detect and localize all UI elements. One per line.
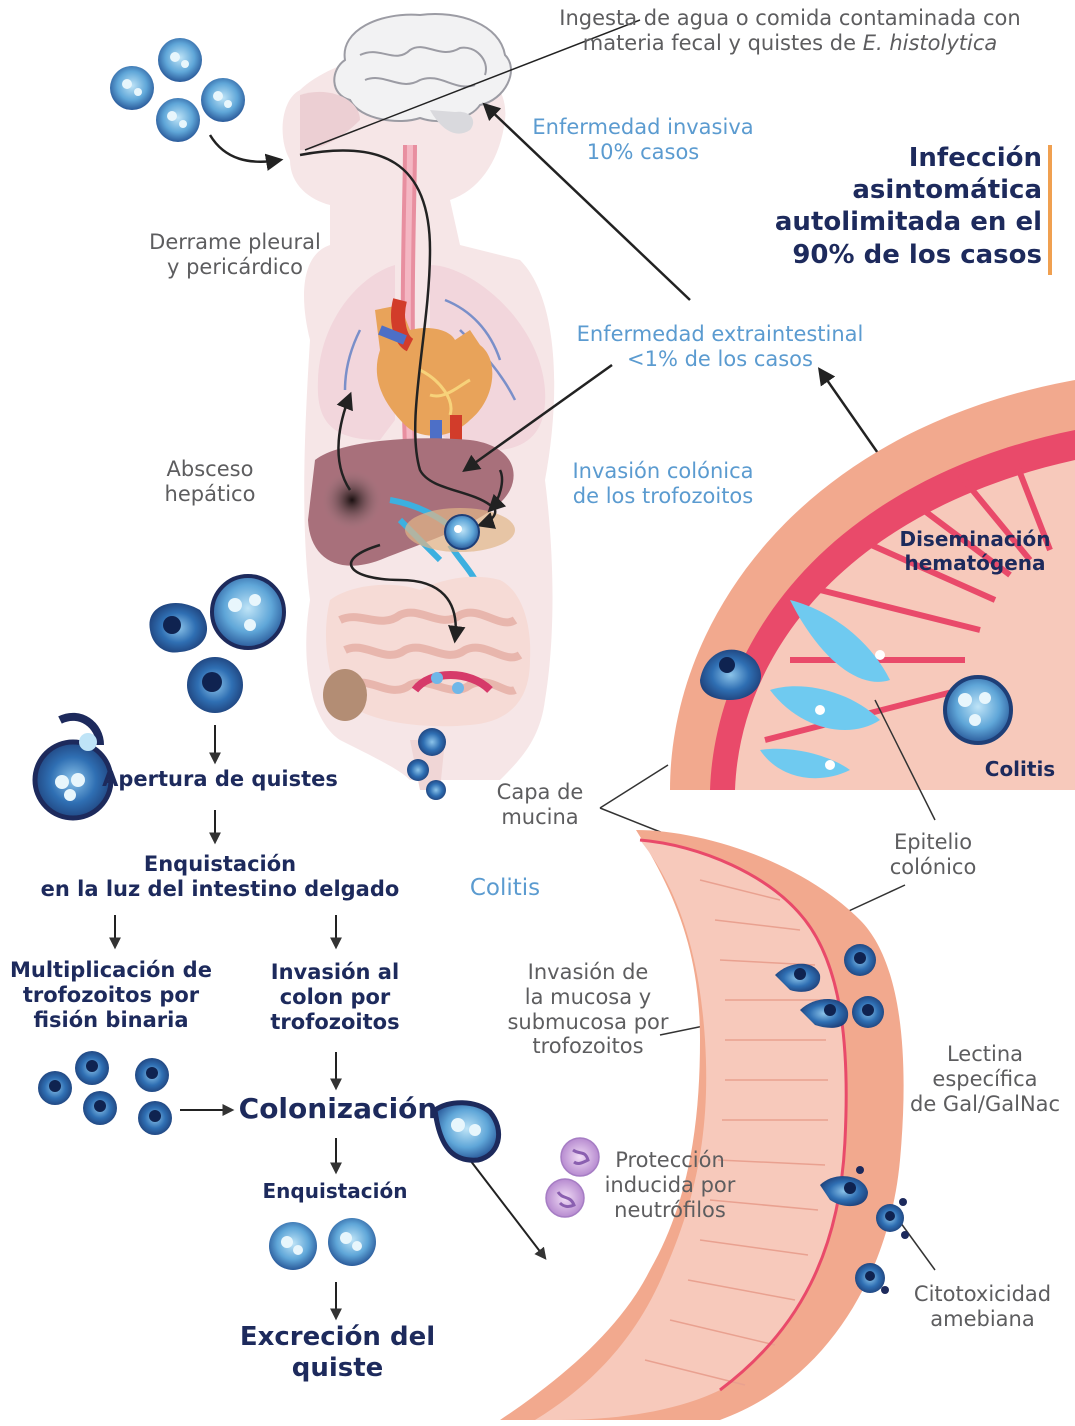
extraintestinal-line-2: <1% de los casos (555, 347, 885, 372)
colon-invasion-line-3: trofozoitos (260, 1010, 410, 1035)
asymptomatic-line-4: 90% de los casos (770, 239, 1042, 271)
lectin-label: Lectina específica de Gal/GalNac (910, 1042, 1060, 1116)
cytotoxicity-line-2: amebiana (900, 1307, 1065, 1332)
invasive-disease-label: Enfermedad invasiva 10% casos (508, 115, 778, 165)
mucosa-invasion-line-4: trofozoitos (488, 1034, 688, 1059)
colonic-invasion-label: Invasión colónica de los trofozoitos (548, 459, 778, 509)
protection-line-3: neutrófilos (595, 1198, 745, 1223)
colon-section (500, 830, 904, 1420)
epithelium-line-2: colónico (868, 855, 998, 880)
hematogenous-label: Diseminación hematógena (880, 528, 1070, 575)
asymptomatic-line-3: autolimitada en el (770, 206, 1042, 238)
mucin-line-2: mucina (490, 805, 590, 830)
ingesta-line-1: Ingesta de agua o comida contaminada con (520, 6, 1060, 31)
effusion-line-2: y pericárdico (130, 255, 340, 280)
hematogenous-line-2: hematógena (880, 552, 1070, 576)
excretion-line-1: Excreción del (225, 1322, 450, 1353)
extraintestinal-label: Enfermedad extraintestinal <1% de los ca… (555, 322, 885, 372)
invasive-line-1: Enfermedad invasiva (508, 115, 778, 140)
cyst-icon (156, 98, 200, 142)
protection-line-2: inducida por (595, 1173, 745, 1198)
neutrophil-icon (546, 1138, 599, 1217)
encystation-lumen-line-2: en la luz del intestino delgado (30, 877, 410, 902)
cyst-icon (201, 78, 245, 122)
asymptomatic-label: Infección asintomática autolimitada en e… (770, 142, 1042, 271)
colon-invasion-label: Invasión al colon por trofozoitos (260, 960, 410, 1034)
lectin-line-3: de Gal/GalNac (910, 1092, 1060, 1117)
abscess-label: Absceso hepático (150, 457, 270, 507)
ingesta-label: Ingesta de agua o comida contaminada con… (520, 6, 1060, 56)
lectin-line-2: específica (910, 1067, 1060, 1092)
ingesta-line-2: materia fecal y quistes de E. histolytic… (520, 31, 1060, 56)
multiplication-line-2: trofozoitos por (5, 983, 217, 1008)
colitis-inset (660, 380, 1075, 800)
colitis-inset-label: Colitis (970, 758, 1070, 782)
hematogenous-line-1: Diseminación (880, 528, 1070, 552)
encystation-lumen-label: Enquistación en la luz del intestino del… (30, 852, 410, 902)
abscess-line-1: Absceso (150, 457, 270, 482)
effusion-label: Derrame pleural y pericárdico (130, 230, 340, 280)
encystation-label: Enquistación (255, 1180, 415, 1204)
multiplication-line-1: Multiplicación de (5, 958, 217, 983)
encystation-lumen-line-1: Enquistación (30, 852, 410, 877)
cyst-icon (269, 1218, 376, 1270)
cytotoxicity-label: Citotoxicidad amebiana (900, 1282, 1065, 1332)
cyst-opening-label: Apertura de quistes (100, 767, 340, 792)
cyst-icon (158, 38, 202, 82)
colonization-label: Colonización (238, 1092, 438, 1125)
mucin-layer-label: Capa de mucina (490, 780, 590, 830)
colonic-invasion-line-2: de los trofozoitos (548, 484, 778, 509)
species-name: E. histolytica (863, 31, 998, 55)
cytotoxicity-line-1: Citotoxicidad (900, 1282, 1065, 1307)
extraintestinal-line-1: Enfermedad extraintestinal (555, 322, 885, 347)
cyst-icon (945, 677, 1011, 743)
mucin-line-1: Capa de (490, 780, 590, 805)
colon-invasion-line-1: Invasión al (260, 960, 410, 985)
multiplication-line-3: fisión binaria (5, 1008, 217, 1033)
epithelium-label: Epitelio colónico (868, 830, 998, 880)
mucosa-invasion-label: Invasión de la mucosa y submucosa por tr… (488, 960, 688, 1059)
trophozoite-icon (38, 1051, 172, 1135)
mucosa-invasion-line-3: submucosa por (488, 1010, 688, 1035)
asymptomatic-line-2: asintomática (770, 174, 1042, 206)
neutrophil-protection-label: Protección inducida por neutrófilos (595, 1148, 745, 1222)
cyst-group-ingested (110, 38, 245, 142)
excretion-line-2: quiste (225, 1353, 450, 1384)
effusion-line-1: Derrame pleural (130, 230, 340, 255)
abscess-spot (322, 470, 382, 530)
colonic-invasion-line-1: Invasión colónica (548, 459, 778, 484)
cyst-icon (435, 1103, 499, 1160)
epithelium-line-1: Epitelio (868, 830, 998, 855)
protection-line-1: Protección (595, 1148, 745, 1173)
mucosa-invasion-line-1: Invasión de (488, 960, 688, 985)
cyst-excretion-label: Excreción del quiste (225, 1322, 450, 1383)
ingesta-text: materia fecal y quistes de (583, 31, 863, 55)
accent-bar (1048, 145, 1052, 275)
multiplication-label: Multiplicación de trofozoitos por fisión… (5, 958, 217, 1032)
mucosa-invasion-line-2: la mucosa y (488, 985, 688, 1010)
abscess-line-2: hepático (150, 482, 270, 507)
cyst-icon (110, 66, 154, 110)
asymptomatic-line-1: Infección (770, 142, 1042, 174)
invasive-line-2: 10% casos (508, 140, 778, 165)
colon-invasion-line-2: colon por (260, 985, 410, 1010)
colitis-main-label: Colitis (455, 875, 555, 902)
lectin-line-1: Lectina (910, 1042, 1060, 1067)
